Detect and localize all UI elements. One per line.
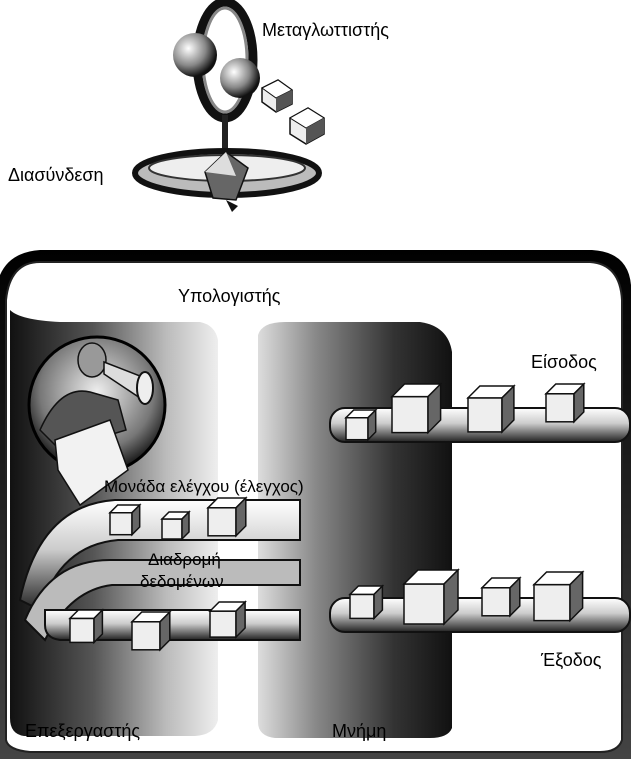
label-interface: Διασύνδεση (8, 165, 104, 185)
label-compiler: Μεταγλωττιστής (262, 20, 389, 40)
cube-icon (468, 386, 514, 432)
interface-disc (135, 151, 319, 212)
cube-icon (162, 512, 189, 539)
cube-icon (534, 572, 583, 621)
label-datapath-line1: Διαδρομή (148, 550, 221, 569)
cube-icon (290, 108, 324, 144)
label-input: Είσοδος (531, 352, 597, 372)
label-processor: Επεξεργαστής (25, 721, 140, 741)
cube-icon (262, 80, 292, 112)
label-control: Μονάδα ελέγχου (έλεγχος) (104, 477, 304, 496)
cube-icon (350, 586, 382, 618)
label-output: Έξοδος (540, 650, 602, 670)
cube-icon (392, 384, 441, 433)
cube-icon (110, 505, 140, 535)
label-computer: Υπολογιστής (178, 286, 281, 306)
compiler-globe-icon (173, 2, 260, 150)
label-datapath-line2: δεδομένων (140, 572, 224, 591)
cube-icon (346, 410, 376, 440)
cube-icon (210, 602, 245, 637)
cube-icon (482, 578, 520, 616)
cube-icon (208, 498, 246, 536)
cube-icon (546, 384, 584, 422)
cube-icon (404, 570, 458, 624)
label-memory: Μνήμη (332, 721, 386, 741)
cube-icon (70, 610, 102, 642)
cube-icon (132, 612, 170, 650)
